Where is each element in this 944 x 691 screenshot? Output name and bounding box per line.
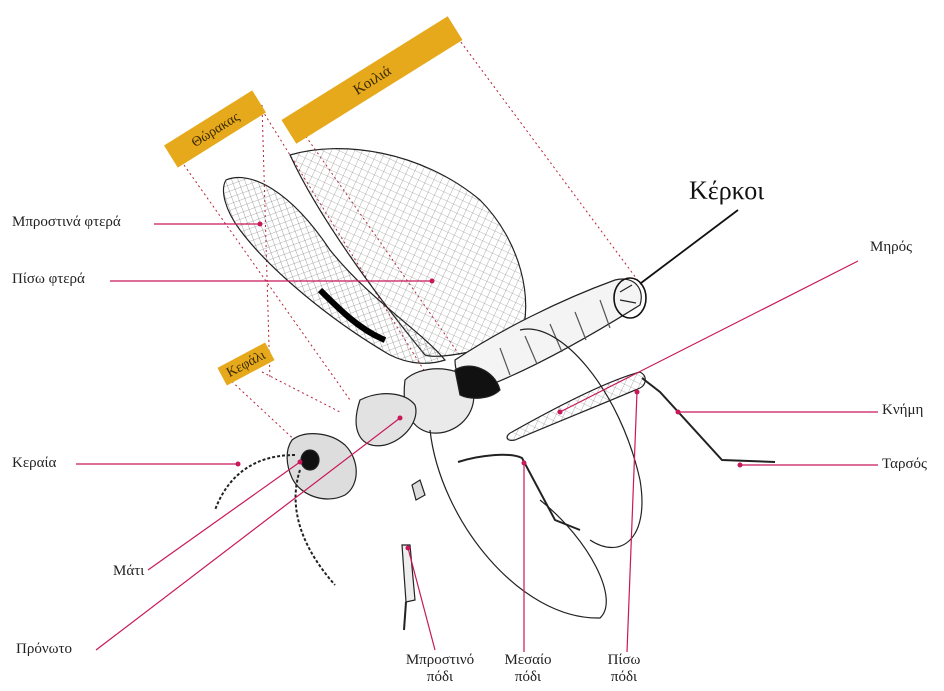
hind-leg-label: Πίσω πόδι xyxy=(596,652,652,687)
tibia-label: Κνήμη xyxy=(882,403,923,418)
leader-hind-leg xyxy=(627,392,637,652)
leader-eye xyxy=(148,462,300,570)
leader-pronotum xyxy=(96,418,400,650)
pronotum-label: Πρόνωτο xyxy=(16,642,72,657)
femur-label: Μηρός xyxy=(870,240,912,255)
tarsus-label: Ταρσός xyxy=(882,457,927,472)
eye-label: Μάτι xyxy=(113,564,144,579)
abdomen-band: Κοιλιά xyxy=(281,16,462,144)
forewings-label: Μπροστινά φτερά xyxy=(12,215,121,230)
antenna-label: Κεραία xyxy=(12,456,56,471)
middle-leg-label: Μεσαίο πόδι xyxy=(496,652,560,687)
hindwings-label: Πίσω φτερά xyxy=(12,272,85,287)
insect-illustration xyxy=(215,149,775,630)
front-leg-label-line2: πόδι xyxy=(392,669,488,686)
head-band: Κεφάλι xyxy=(217,342,274,385)
front-leg-label: Μπροστινό πόδι xyxy=(392,652,488,687)
cerci-label: Κέρκοι xyxy=(689,178,764,204)
middle-leg-label-line2: πόδι xyxy=(496,669,560,686)
hind-leg-label-line2: πόδι xyxy=(596,669,652,686)
front-leg-label-line1: Μπροστινό xyxy=(392,652,488,669)
thorax-band: Θώρακας xyxy=(164,90,266,167)
middle-leg-label-line1: Μεσαίο xyxy=(496,652,560,669)
hind-leg-label-line1: Πίσω xyxy=(596,652,652,669)
